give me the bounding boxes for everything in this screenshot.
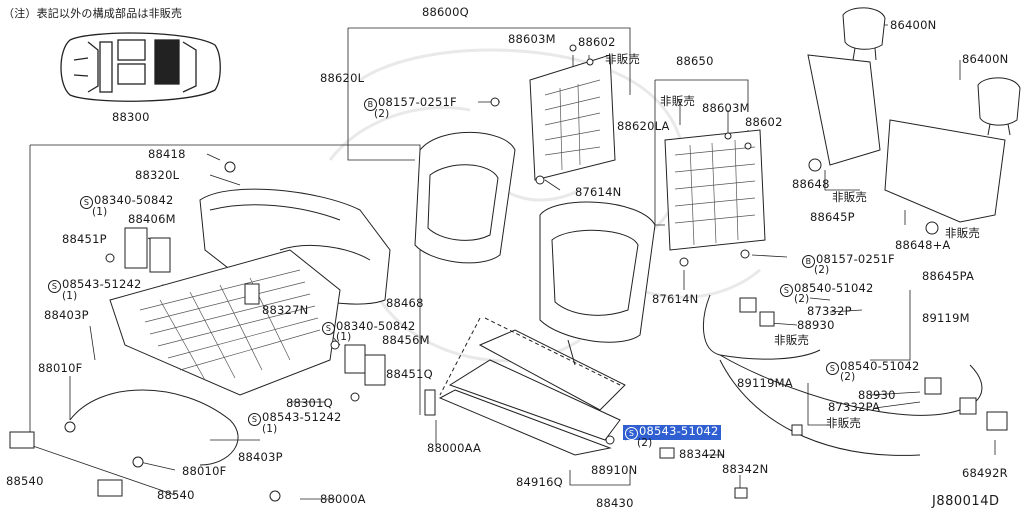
part-label-88910n[interactable]: 88910N [591, 463, 638, 477]
s-prefix-icon: S [80, 196, 93, 209]
part-floor-lid [424, 317, 626, 456]
s-prefix-icon: S [322, 322, 335, 335]
quantity-label: (2) [637, 437, 653, 449]
car-icon [60, 32, 221, 102]
part-label-88600q[interactable]: 88600Q [422, 5, 469, 19]
part-label-84916q[interactable]: 84916Q [516, 475, 563, 489]
part-label-88648[interactable]: 88648 [792, 177, 830, 191]
part-label-88603m[interactable]: 88603M [702, 101, 750, 115]
part-label-88342n[interactable]: 88342N [679, 447, 726, 461]
part-label-88342n[interactable]: 88342N [722, 462, 769, 476]
part-frame-rear-bench [9, 161, 391, 502]
part-label-88468[interactable]: 88468 [386, 296, 424, 310]
part-label-88603m[interactable]: 88603M [508, 32, 556, 46]
part-label-88930[interactable]: 88930 [858, 388, 896, 402]
part-headrests-panels [807, 7, 1021, 235]
part-harnesses [659, 294, 1008, 499]
part-label-88540[interactable]: 88540 [6, 474, 44, 488]
b-prefix-icon: B [802, 255, 815, 268]
note-text: （注）表記以外の構成部品は非販売 [3, 7, 183, 20]
part-label-88930[interactable]: 88930 [797, 318, 835, 332]
quantity-label: (1) [62, 290, 78, 302]
part-label-88403p[interactable]: 88403P [238, 450, 283, 464]
part-label-88406m[interactable]: 88406M [128, 212, 176, 226]
part-label-88000aa[interactable]: 88000AA [427, 441, 482, 455]
part-label-08157-code: 08157-0251F [816, 252, 895, 266]
part-label-88010f[interactable]: 88010F [38, 361, 83, 375]
s-prefix-icon: S [248, 413, 261, 426]
s-prefix-icon: S [48, 280, 61, 293]
part-label-88645p[interactable]: 88645P [810, 210, 855, 224]
part-label-88645pa[interactable]: 88645PA [922, 269, 975, 283]
part-label-08540-code: 08540-51042 [840, 359, 920, 373]
part-label-88301q[interactable]: 88301Q [286, 396, 333, 410]
non-sale-label: 非販売 [826, 416, 862, 430]
part-label-88648a[interactable]: 88648+A [895, 238, 951, 252]
diagram-id: J880014D [932, 494, 1000, 509]
part-label-08543-code: 08543-51242 [262, 410, 342, 424]
non-sale-label: 非販売 [945, 226, 981, 240]
part-label-08340-code: 08340-50842 [336, 319, 416, 333]
s-prefix-icon: S [826, 362, 839, 375]
part-seat-backs [414, 44, 766, 343]
part-label-88650[interactable]: 88650 [676, 54, 714, 68]
part-label-08540-code: 08540-51042 [794, 281, 874, 295]
quantity-label: (1) [92, 206, 108, 218]
part-label-08157-code: 08157-0251F [378, 95, 457, 109]
part-label-88602[interactable]: 88602 [578, 35, 616, 49]
part-label-88300[interactable]: 88300 [112, 110, 150, 124]
part-label-88620la[interactable]: 88620LA [617, 119, 670, 133]
part-label-88451q[interactable]: 88451Q [386, 367, 433, 381]
part-label-08543-51042-code: 08543-51042 [639, 424, 719, 438]
part-label-89119ma[interactable]: 89119MA [737, 376, 793, 390]
quantity-label: (2) [840, 371, 856, 383]
part-label-88602[interactable]: 88602 [745, 115, 783, 129]
part-label-86400n[interactable]: 86400N [962, 52, 1009, 66]
quantity-label: (2) [814, 264, 830, 276]
part-label-88000a[interactable]: 88000A [320, 492, 366, 506]
part-label-88327n[interactable]: 88327N [262, 303, 309, 317]
quantity-label: (1) [336, 331, 352, 343]
non-sale-label: 非販売 [832, 190, 868, 204]
quantity-label: (1) [262, 423, 278, 435]
non-sale-label: 非販売 [660, 94, 696, 108]
part-label-89119m[interactable]: 89119M [922, 311, 970, 325]
b-prefix-icon: B [364, 98, 377, 111]
part-label-88010f[interactable]: 88010F [182, 464, 227, 478]
non-sale-label: 非販売 [605, 52, 641, 66]
part-label-87332pa[interactable]: 87332PA [828, 400, 881, 414]
part-label-08340-code: 08340-50842 [94, 193, 174, 207]
part-label-88456m[interactable]: 88456M [382, 333, 430, 347]
part-label-88403p[interactable]: 88403P [44, 308, 89, 322]
part-label-88540[interactable]: 88540 [157, 488, 195, 502]
part-label-88320l[interactable]: 88320L [135, 168, 180, 182]
part-label-86400n[interactable]: 86400N [890, 18, 937, 32]
part-label-87614n[interactable]: 87614N [575, 185, 622, 199]
s-prefix-icon: S [780, 284, 793, 297]
quantity-label: (2) [374, 108, 390, 120]
part-label-68492r[interactable]: 68492R [962, 466, 1008, 480]
part-label-88451p[interactable]: 88451P [62, 232, 107, 246]
quantity-label: (2) [794, 293, 810, 305]
part-label-08543-code: 08543-51242 [62, 277, 142, 291]
non-sale-label: 非販売 [774, 333, 810, 347]
part-label-88620l[interactable]: 88620L [320, 71, 365, 85]
part-label-87332p[interactable]: 87332P [807, 304, 852, 318]
part-label-87614n[interactable]: 87614N [652, 292, 699, 306]
s-prefix-icon: S [625, 427, 638, 440]
part-label-88418[interactable]: 88418 [148, 147, 186, 161]
part-label-88430[interactable]: 88430 [596, 496, 634, 510]
